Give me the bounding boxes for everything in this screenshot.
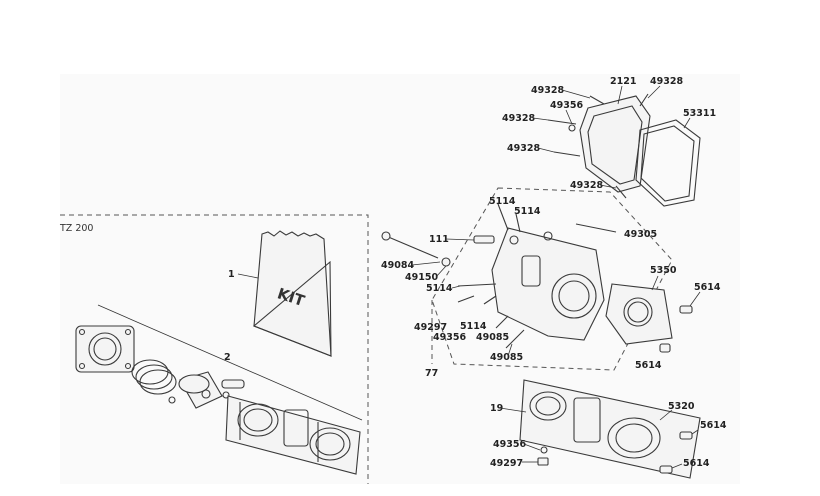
part-label-2: 2: [224, 352, 231, 363]
dowel-5614-c: [679, 431, 693, 440]
spark-plug-cap: [381, 231, 391, 241]
part-label-49328: 49328: [531, 85, 564, 96]
leader-1: [237, 273, 259, 279]
part-label-5350: 5350: [650, 265, 677, 276]
part-label-19: 19: [490, 403, 503, 414]
stud-49085: [495, 315, 509, 329]
valve-cover: [579, 95, 651, 193]
cylinder-block: [519, 379, 701, 479]
piston-pin: [221, 379, 245, 389]
model-label: TZ 200: [59, 223, 93, 234]
stud-5114: [457, 283, 497, 287]
bolt-49297-b: [537, 457, 549, 466]
stud-49085-b: [505, 329, 525, 349]
head-group-boundary: [431, 187, 673, 371]
spark-plug: [473, 235, 495, 244]
kit-cylinder: [225, 395, 361, 475]
part-label-1: 1: [228, 269, 235, 280]
kit-leader-line: [97, 304, 363, 421]
part-label-49328: 49328: [502, 113, 535, 124]
cylinder-head: [491, 227, 605, 341]
stud-49305: [575, 223, 617, 233]
stud-5114-top-b: [515, 213, 521, 233]
dowel-5614-b: [659, 343, 671, 353]
stud-5114-top: [497, 203, 509, 231]
part-label-5614: 5614: [694, 282, 721, 293]
kit-bag: KIT: [252, 230, 332, 357]
part-label-49356: 49356: [550, 100, 583, 111]
piston-rings: [131, 359, 177, 395]
piston-clip: [168, 396, 176, 404]
valve-cover-gasket: [635, 119, 701, 207]
spark-plug-wire: [385, 235, 439, 259]
part-label-49305: 49305: [624, 229, 657, 240]
tz200-kit-section: TZ 200 KIT: [59, 214, 369, 484]
piston: [178, 371, 223, 409]
part-label-49328: 49328: [650, 76, 683, 87]
part-label-53311: 53311: [683, 108, 716, 119]
leader-lines: [411, 85, 701, 469]
part-label-49297: 49297: [490, 458, 523, 469]
dowel-5114: [483, 295, 497, 305]
bolt-49297: [457, 295, 475, 303]
part-label-5614: 5614: [635, 360, 662, 371]
part-label-5114: 5114: [460, 321, 487, 332]
washer: [441, 257, 451, 267]
part-label-49356: 49356: [493, 439, 526, 450]
head-gasket: [605, 283, 673, 345]
part-label-2121: 2121: [610, 76, 636, 87]
part-label-5114: 5114: [489, 196, 516, 207]
dowel-5614-a: [679, 305, 693, 314]
part-label-49328: 49328: [570, 180, 603, 191]
tz200-section-border: [60, 214, 369, 484]
washer-49356: [540, 446, 548, 454]
part-label-111: 111: [429, 234, 449, 245]
part-label-5114: 5114: [514, 206, 541, 217]
part-label-49085: 49085: [490, 352, 523, 363]
piston-clip: [222, 391, 230, 399]
dowel-5614-d: [659, 465, 673, 474]
part-label-5614: 5614: [683, 458, 710, 469]
part-label-5614: 5614: [700, 420, 727, 431]
cylinder-head-section: 2121 49328 49328 49356 49328 53311 49328…: [381, 76, 727, 479]
part-label-49297: 49297: [414, 322, 447, 333]
part-label-49356: 49356: [433, 332, 466, 343]
part-label-49084: 49084: [381, 260, 414, 271]
kit-gasket: [75, 325, 135, 373]
valve-cover-gasket-inner: [640, 125, 695, 202]
part-label-5320: 5320: [668, 401, 695, 412]
part-label-49150: 49150: [405, 272, 438, 283]
part-label-49328: 49328: [507, 143, 540, 154]
part-label-5114: 5114: [426, 283, 453, 294]
part-label-49085: 49085: [476, 332, 509, 343]
part-label-77: 77: [425, 368, 438, 379]
